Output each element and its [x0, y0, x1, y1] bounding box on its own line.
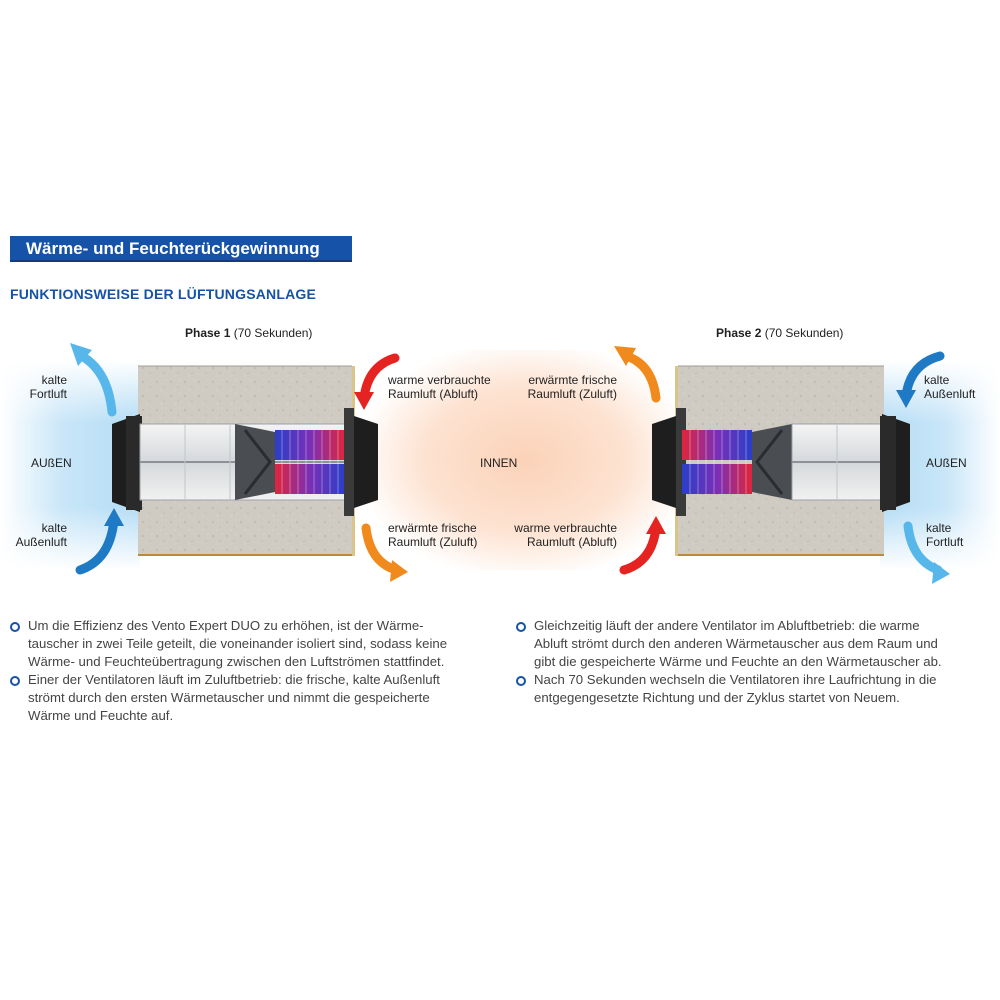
ventilation-diagram	[0, 343, 1000, 584]
phase1-label: Phase 1 (70 Sekunden)	[185, 326, 313, 340]
description-left: Um die Effizienz des Vento Expert DUO zu…	[10, 617, 490, 725]
arrow-abluft-right	[619, 516, 666, 575]
heat-exchanger-right-top	[682, 430, 752, 460]
inner-grille-right	[652, 414, 682, 510]
bullet-icon	[516, 622, 526, 632]
section-subtitle: FUNKTIONSWEISE DER LÜFTUNGSANLAGE	[10, 286, 317, 302]
arrow-intake-right	[896, 351, 945, 408]
arrow-abluft-left	[354, 353, 400, 410]
list-item: Gleichzeitig läuft der andere Ventilator…	[516, 617, 990, 671]
section-title: Wärme- und Feuchterückgewinnung	[10, 236, 352, 262]
heat-exchanger-right-bottom	[682, 464, 752, 494]
label-outside-left: AUßEN	[31, 456, 72, 470]
label-inside: INNEN	[480, 456, 518, 470]
inside-warm-zone	[370, 350, 680, 570]
description-right: Gleichzeitig läuft der andere Ventilator…	[516, 617, 990, 707]
fan-right	[752, 424, 792, 500]
bullet-icon	[516, 676, 526, 686]
phase1-unit	[112, 365, 378, 556]
arrow-zuluft-left	[361, 523, 408, 582]
phase2-unit	[652, 365, 910, 556]
list-item: Einer der Ventilatoren läuft im Zuluftbe…	[10, 671, 490, 725]
bullet-icon	[10, 622, 20, 632]
arrow-zuluft-right	[614, 346, 661, 403]
heat-exchanger-left-top	[275, 430, 345, 460]
inner-grille-left	[348, 414, 378, 510]
arrow-exhaust-left	[70, 343, 117, 417]
fan-left	[235, 424, 275, 500]
bullet-icon	[10, 676, 20, 686]
list-item: Um die Effizienz des Vento Expert DUO zu…	[10, 617, 490, 671]
arrow-intake-left	[75, 508, 124, 575]
list-item: Nach 70 Sekunden wechseln die Ventilator…	[516, 671, 990, 707]
phase2-label: Phase 2 (70 Sekunden)	[716, 326, 844, 340]
heat-exchanger-left-bottom	[275, 464, 345, 494]
arrow-exhaust-right	[903, 521, 950, 584]
label-outside-right: AUßEN	[926, 456, 967, 470]
